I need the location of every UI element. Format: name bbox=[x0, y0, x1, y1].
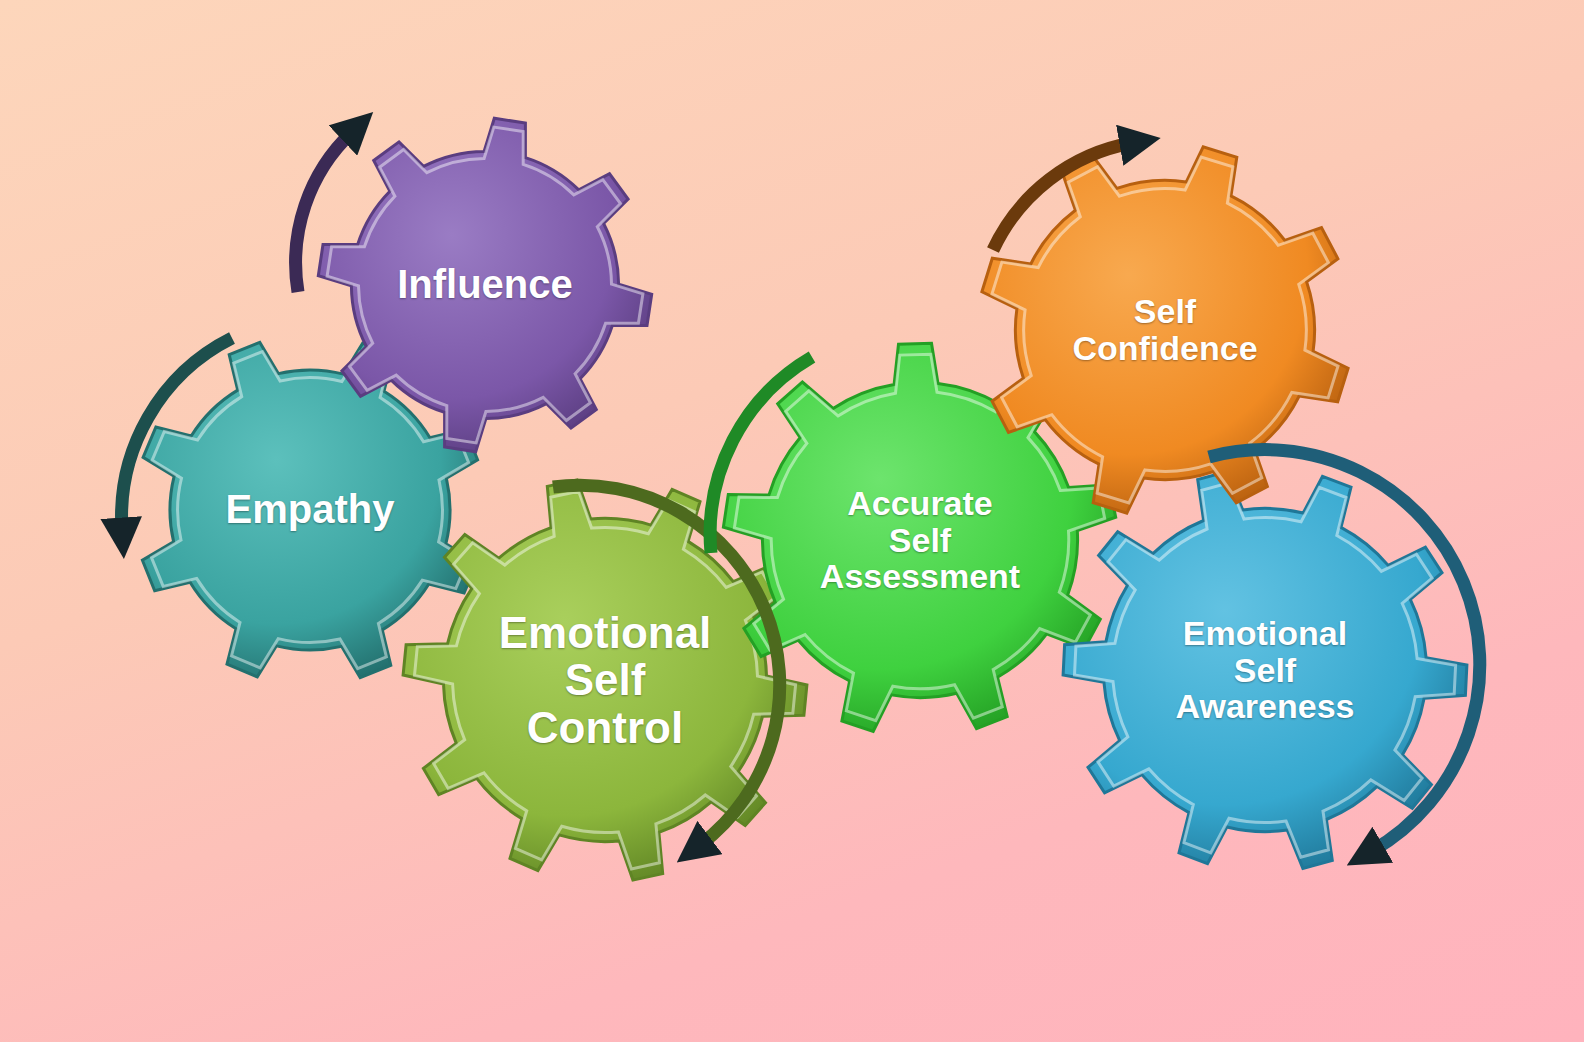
rotation-arrow bbox=[122, 338, 232, 530]
gear-node: Self Confidence bbox=[975, 140, 1355, 520]
gear-outline bbox=[318, 118, 651, 451]
gear-label: Influence bbox=[397, 263, 573, 306]
gear-label: Accurate Self Assessment bbox=[820, 485, 1020, 595]
gear-label: Emotional Self Control bbox=[499, 609, 712, 752]
rotation-arrow bbox=[710, 357, 812, 553]
rotation-arrow bbox=[993, 143, 1132, 250]
gear-bevel bbox=[992, 157, 1338, 503]
gear-bevel bbox=[1075, 483, 1456, 858]
gear-label: Empathy bbox=[226, 488, 395, 531]
gear-node: Emotional Self Awareness bbox=[1060, 465, 1470, 875]
gear-outline bbox=[982, 147, 1348, 513]
rotation-arrow bbox=[1209, 450, 1480, 851]
gear-node: Influence bbox=[315, 115, 655, 455]
gear-outline bbox=[1063, 472, 1467, 869]
rotation-arrow bbox=[296, 132, 352, 292]
rotation-arrow bbox=[553, 485, 780, 845]
gear-bevel bbox=[327, 127, 643, 443]
gear-label: Emotional Self Awareness bbox=[1176, 615, 1355, 725]
gear-label: Self Confidence bbox=[1072, 293, 1257, 366]
gear-outline bbox=[403, 480, 807, 880]
gear-bevel bbox=[415, 491, 796, 869]
gear-node: Emotional Self Control bbox=[400, 475, 810, 885]
